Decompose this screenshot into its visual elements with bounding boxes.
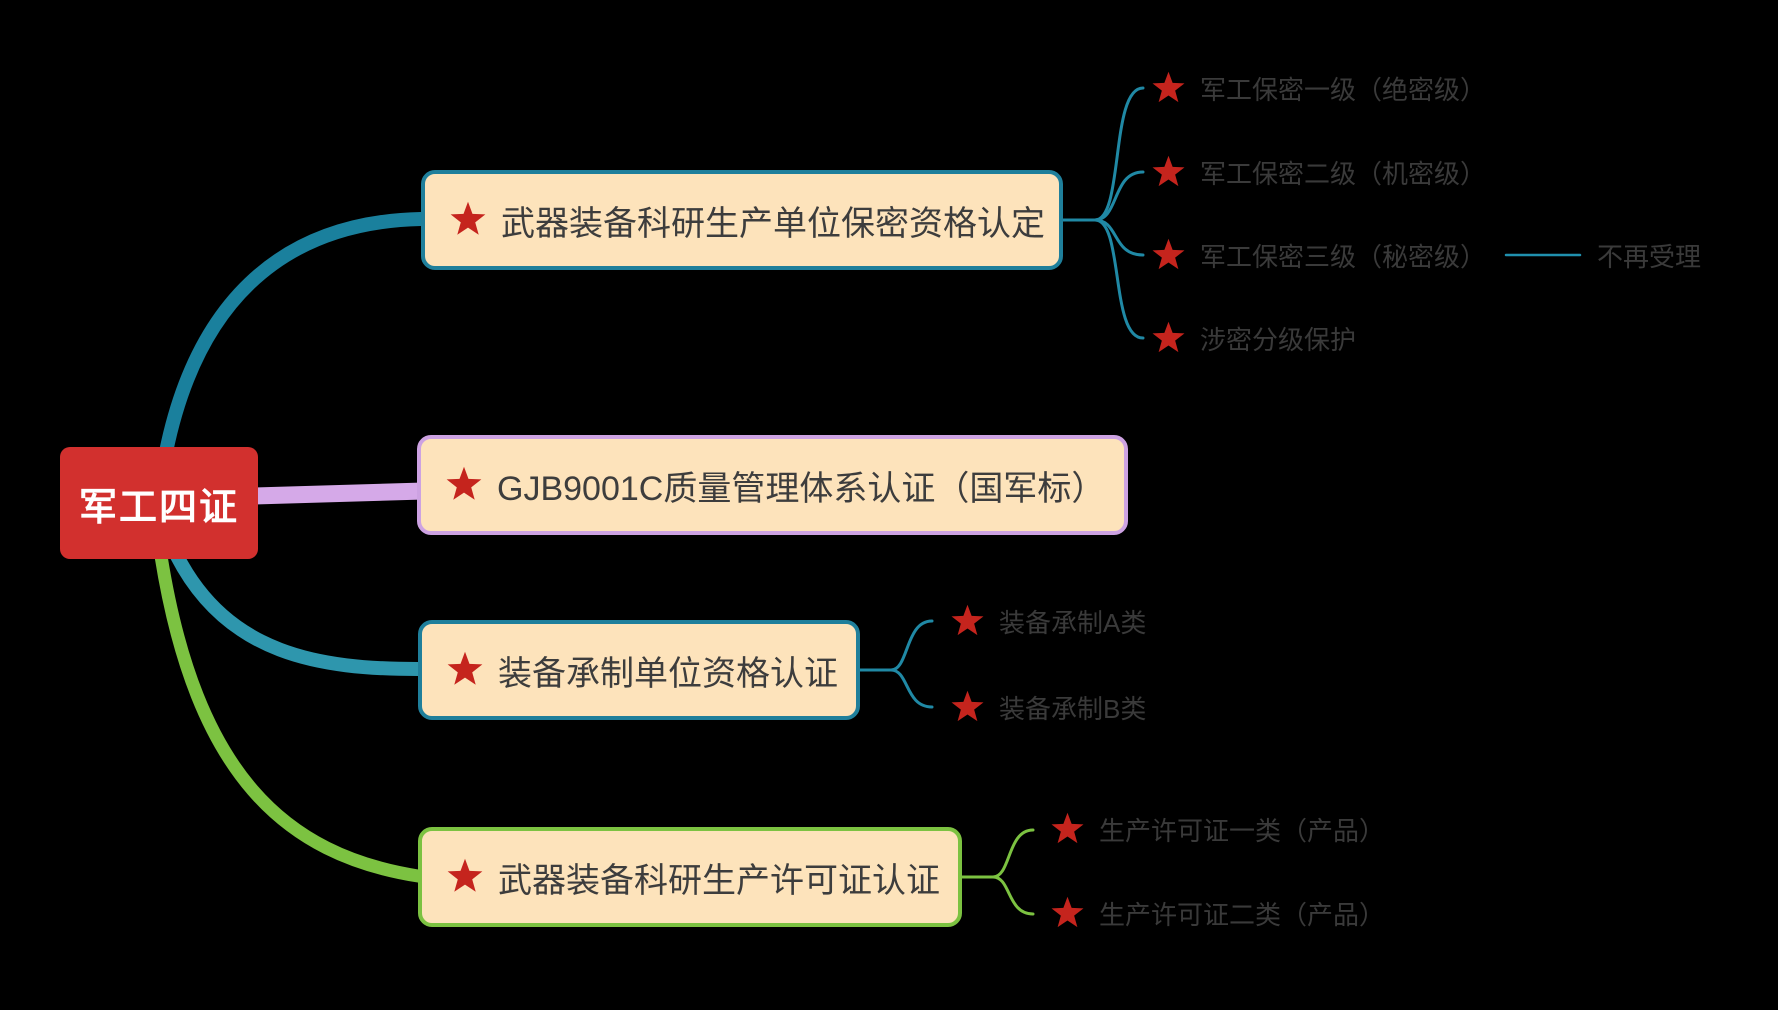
star-icon	[446, 466, 482, 500]
star-icon	[1051, 812, 1084, 843]
leaf-node-secrecy-level2[interactable]: 军工保密二级（机密级）	[1151, 150, 1486, 194]
star-icon	[1152, 321, 1185, 352]
note-label: 不再受理	[1597, 241, 1702, 272]
branch-node-secrecy[interactable]: 武器装备科研生产单位保密资格认定	[421, 170, 1063, 270]
leaf-label: 生产许可证一类（产品）	[1099, 815, 1386, 846]
branch-label: GJB9001C质量管理体系认证（国军标）	[497, 469, 1106, 508]
star-icon	[1152, 238, 1185, 269]
star-icon	[447, 858, 483, 892]
connector-root-branch2	[245, 482, 433, 505]
star-icon	[1152, 155, 1185, 186]
leaf-label: 装备承制B类	[999, 693, 1147, 724]
connector-branch4-leaf1	[991, 828, 1035, 879]
leaf-node-secrecy-level1[interactable]: 军工保密一级（绝密级）	[1151, 66, 1486, 110]
connector-branch3-leaf1	[889, 619, 934, 672]
leaf-node-contract-class-a[interactable]: 装备承制A类	[950, 599, 1146, 643]
connector-branch3-leaf2	[889, 668, 934, 709]
root-node[interactable]: 军工四证	[60, 447, 258, 559]
leaf-label: 涉密分级保护	[1200, 324, 1357, 355]
note-no-longer-accepted: 不再受理	[1597, 235, 1701, 275]
leaf-node-license-class1[interactable]: 生产许可证一类（产品）	[1050, 807, 1385, 851]
star-icon	[1051, 896, 1084, 927]
leaf-node-license-class2[interactable]: 生产许可证二类（产品）	[1050, 891, 1385, 935]
leaf-label: 装备承制A类	[999, 607, 1147, 638]
connector-branch1-leaf2	[1093, 170, 1145, 222]
branch-node-contracting[interactable]: 装备承制单位资格认证	[418, 620, 860, 720]
branch-node-gjb9001c[interactable]: GJB9001C质量管理体系认证（国军标）	[417, 435, 1128, 535]
leaf-label: 生产许可证二类（产品）	[1099, 899, 1386, 930]
star-icon	[951, 690, 984, 721]
branch-label: 武器装备科研生产许可证认证	[498, 861, 940, 900]
connector-branch1-leaf1	[1093, 86, 1145, 222]
star-icon	[951, 604, 984, 635]
connector-branch1-leaf4	[1093, 218, 1145, 340]
connector-root-branch3	[170, 549, 425, 676]
branch-node-license[interactable]: 武器装备科研生产许可证认证	[418, 827, 962, 927]
connector-branch4-leaf2	[991, 875, 1035, 916]
connector-root-branch1	[159, 212, 428, 459]
leaf-label: 军工保密二级（机密级）	[1200, 158, 1487, 189]
leaf-node-secrecy-level3[interactable]: 军工保密三级（秘密级）	[1151, 233, 1486, 277]
branch-label: 装备承制单位资格认证	[498, 654, 838, 693]
branch-label: 武器装备科研生产单位保密资格认定	[501, 204, 1045, 243]
connector-root-branch4	[154, 549, 425, 883]
star-icon	[1152, 71, 1185, 102]
leaf-node-classified-protection[interactable]: 涉密分级保护	[1151, 316, 1356, 360]
star-icon	[447, 651, 483, 685]
leaf-label: 军工保密三级（秘密级）	[1200, 241, 1487, 272]
leaf-label: 军工保密一级（绝密级）	[1200, 74, 1487, 105]
leaf-node-contract-class-b[interactable]: 装备承制B类	[950, 685, 1146, 729]
star-icon	[450, 201, 486, 235]
root-label: 军工四证	[78, 486, 239, 529]
